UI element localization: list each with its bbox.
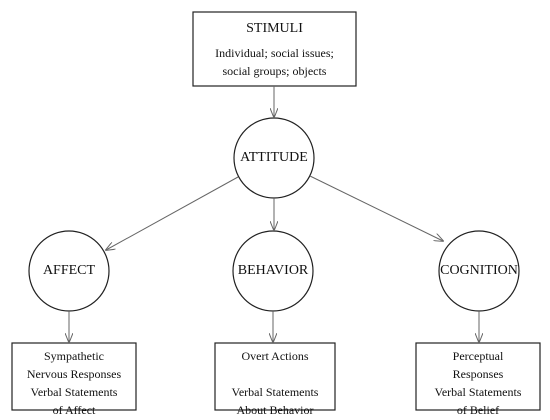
response-line: Perceptual bbox=[452, 349, 504, 363]
affect-response-box bbox=[11, 342, 137, 411]
cognition-responses: Perceptual Responses Verbal Statements o… bbox=[416, 347, 540, 419]
cognition-label: COGNITION bbox=[440, 263, 518, 278]
affect-responses: Sympathetic Nervous Responses Verbal Sta… bbox=[12, 347, 136, 419]
response-line: of Affect bbox=[52, 403, 96, 417]
response-line: Responses bbox=[452, 367, 504, 381]
stimuli-title: STIMULI bbox=[246, 21, 303, 36]
response-line: Overt Actions bbox=[241, 349, 309, 363]
response-line: Nervous Responses bbox=[26, 367, 122, 381]
stimuli-line: Individual; social issues; bbox=[215, 46, 334, 60]
arrow-attitude-to-affect bbox=[106, 176, 239, 250]
response-line: Verbal Statements bbox=[231, 385, 319, 399]
attitude-label: ATTITUDE bbox=[240, 150, 308, 165]
stimuli-box bbox=[192, 11, 357, 87]
stimuli-line: social groups; objects bbox=[222, 64, 327, 78]
response-line: Sympathetic bbox=[44, 349, 104, 363]
behavior-label: BEHAVIOR bbox=[237, 263, 309, 278]
response-line bbox=[215, 365, 335, 383]
cognition-response-box bbox=[415, 342, 541, 411]
stimuli-text: STIMULI Individual; social issues; socia… bbox=[193, 20, 356, 80]
arrow-attitude-to-cognition bbox=[309, 175, 443, 241]
response-line: of Belief bbox=[456, 403, 500, 417]
behavior-responses: Overt Actions Verbal Statements About Be… bbox=[215, 347, 335, 419]
response-line: About Behavior bbox=[236, 403, 314, 417]
response-line: Verbal Statements bbox=[434, 385, 522, 399]
behavior-response-box bbox=[214, 342, 336, 411]
response-line: Verbal Statements bbox=[30, 385, 118, 399]
affect-label: AFFECT bbox=[42, 263, 96, 278]
